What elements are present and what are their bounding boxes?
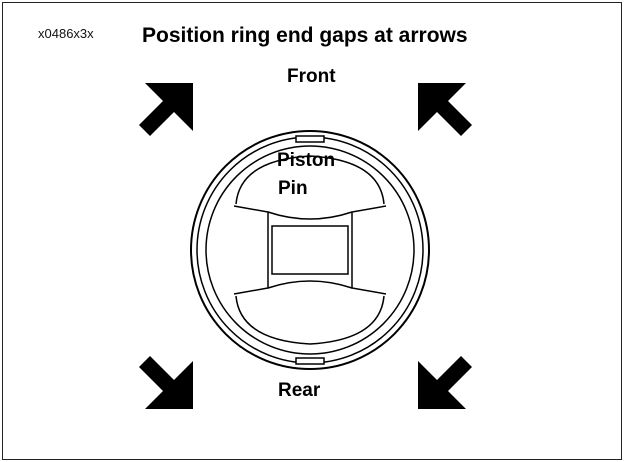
arrow-front-right-icon (418, 83, 472, 136)
front-label: Front (287, 66, 336, 87)
piston-pin-label-line1: Piston (277, 150, 336, 171)
piston-pin-label-line2: Pin (278, 178, 308, 199)
diagram-title: Position ring end gaps at arrows (142, 24, 468, 47)
arrow-rear-right-icon (418, 356, 472, 409)
arrow-rear-left-icon (139, 356, 193, 409)
reference-code: x0486x3x (38, 26, 94, 41)
arrow-front-left-icon (139, 83, 193, 136)
piston-top-view (190, 130, 430, 370)
rear-label: Rear (278, 380, 321, 401)
